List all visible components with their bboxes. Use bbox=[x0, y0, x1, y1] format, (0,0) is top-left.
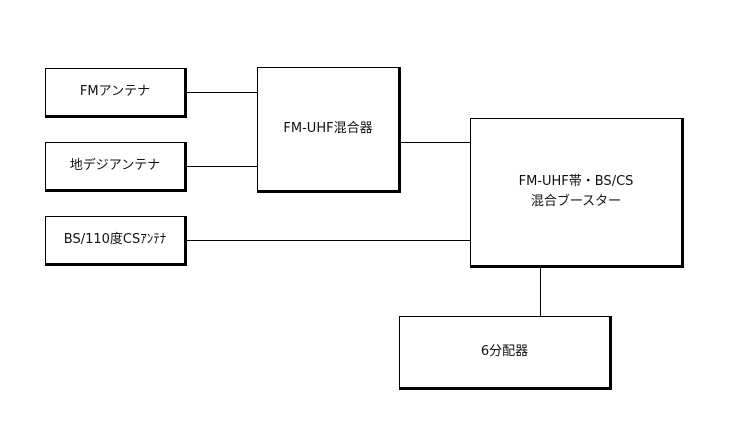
node-mixed-booster-label-line1: FM-UHF帯・BS/CS bbox=[518, 173, 634, 189]
node-fm-uhf-mixer: FM-UHF混合器 bbox=[257, 67, 401, 193]
connector-terrestrial-antenna-to-mixer bbox=[187, 166, 257, 167]
node-fm-antenna: FMアンテナ bbox=[45, 68, 187, 118]
node-six-way-splitter-label: 6分配器 bbox=[480, 343, 529, 359]
node-six-way-splitter: 6分配器 bbox=[399, 316, 612, 390]
node-fm-antenna-label: FMアンテナ bbox=[79, 83, 151, 99]
node-terrestrial-digital-antenna: 地デジアンテナ bbox=[45, 142, 187, 192]
node-bs-cs-antenna: BS/110度CSｱﾝﾃﾅ bbox=[45, 216, 187, 266]
node-mixed-booster: FM-UHF帯・BS/CS 混合ブースター bbox=[470, 118, 684, 268]
node-terrestrial-digital-antenna-label: 地デジアンテナ bbox=[69, 157, 161, 173]
node-mixed-booster-label-line2: 混合ブースター bbox=[530, 194, 622, 209]
node-bs-cs-antenna-label: BS/110度CSｱﾝﾃﾅ bbox=[63, 231, 167, 247]
connector-bs-cs-antenna-to-booster bbox=[187, 240, 470, 241]
connector-fm-antenna-to-mixer bbox=[187, 92, 257, 93]
connector-booster-to-splitter bbox=[540, 266, 541, 316]
node-fm-uhf-mixer-label: FM-UHF混合器 bbox=[283, 120, 373, 136]
connector-mixer-to-booster bbox=[401, 142, 470, 143]
